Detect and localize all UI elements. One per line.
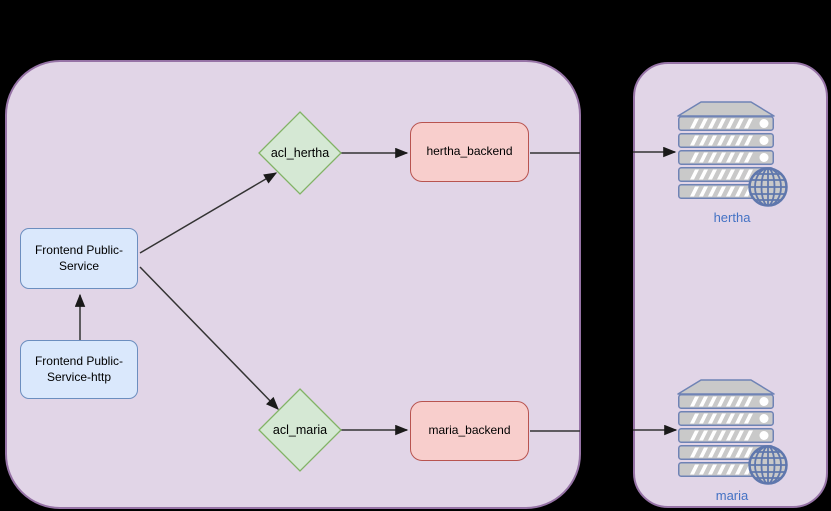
frontend-public-service-http-node: Frontend Public-Service-http <box>20 340 138 399</box>
maria-backend-label: maria_backend <box>428 423 511 438</box>
hertha-backend-label: hertha_backend <box>426 144 513 159</box>
maria-backend-node: maria_backend <box>410 401 529 461</box>
frontend-public-service-node: Frontend Public-Service <box>20 228 138 289</box>
frontend-public-service-label: Frontend Public-Service <box>34 242 124 273</box>
web-server-rack-icon <box>674 96 790 210</box>
maria-server-label: maria <box>715 488 749 503</box>
hertha-backend-node: hertha_backend <box>410 122 529 182</box>
hertha-server-label: hertha <box>713 210 751 225</box>
frontend-public-service-http-label: Frontend Public-Service-http <box>34 353 124 384</box>
web-server-rack-icon <box>674 374 790 488</box>
